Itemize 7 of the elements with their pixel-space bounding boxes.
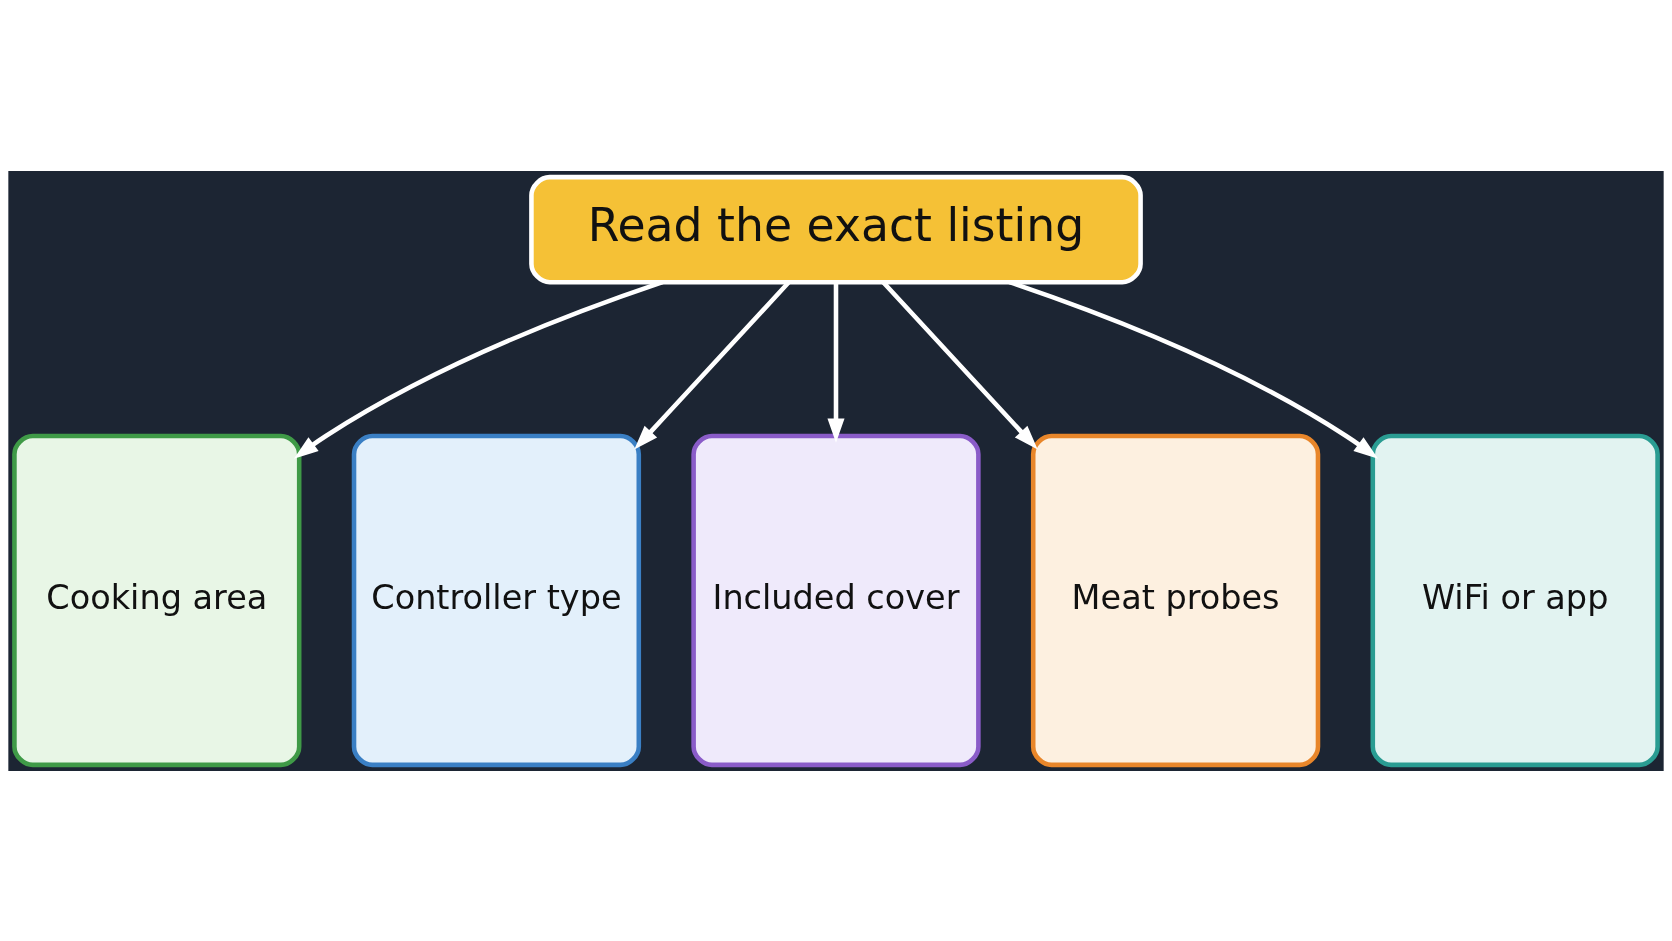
node-box: Cooking area: [12, 433, 302, 767]
node-box: Meat probes: [1030, 433, 1321, 767]
node-box: Included cover: [691, 433, 981, 767]
node-box: Read the exact listing: [529, 174, 1143, 284]
node-box: WiFi or app: [1370, 433, 1660, 767]
arrow: [827, 281, 845, 443]
node-box: Controller type: [351, 433, 642, 767]
